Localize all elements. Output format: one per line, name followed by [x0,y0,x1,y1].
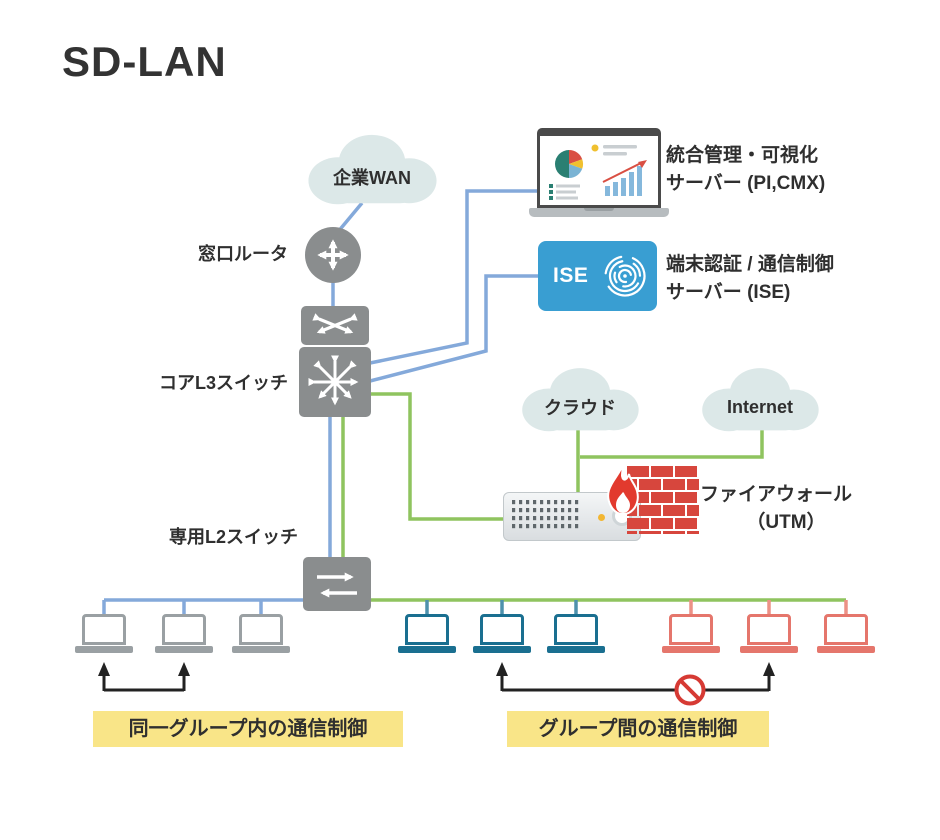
page-title: SD-LAN [62,38,227,85]
vent-grid [512,500,582,532]
router-label: 窓口ルータ [198,244,288,264]
laptop-base [662,646,720,653]
laptop-base [75,646,133,653]
ise-badge: ISE [553,264,589,287]
inter-group-arrow [496,662,775,692]
router-icon [305,227,361,283]
ise-server-label: 端末認証 / 通信制御 サーバー (ISE) [666,251,834,307]
switch-cross-glyph [312,313,358,334]
firewall-label: ファイアウォール （UTM） [700,481,872,537]
laptop-blue-3 [547,614,605,653]
laptop-red-2 [740,614,798,653]
ise-server-label-line2: サーバー (ISE) [666,282,791,303]
intra-group-arrow [98,662,190,692]
laptop-base [232,646,290,653]
laptop-blue-2 [473,614,531,653]
internet-label: Internet [726,396,793,417]
laptop-base [473,646,531,653]
cloud-service-label: クラウド [544,398,616,418]
laptop-gray-1 [75,614,133,653]
l2-switch-icon [303,557,371,611]
inter-group-note: グループ間の通信制御 [507,711,769,747]
laptop-red-1 [662,614,720,653]
ise-server-label-line1: 端末認証 / 通信制御 [666,254,834,275]
laptop-base [740,646,798,653]
dashboard-charts [549,144,647,200]
cloud-service-cloud: クラウド [504,361,656,441]
mgmt-server-label: 統合管理・可視化 サーバー (PI,CMX) [666,142,825,198]
cloud-shape [308,134,437,205]
laptop-base [155,646,213,653]
mgmt-laptop-base [529,208,669,217]
laptop-gray-3 [232,614,290,653]
laptop-blue-1 [398,614,456,653]
cloud-shape [522,368,639,432]
laptop-screen [405,614,449,645]
laptop-gray-2 [155,614,213,653]
wan-cloud: 企業WAN [292,127,452,215]
cloud-shape [702,368,819,432]
flame-icon [600,462,646,525]
core-switch-label: コアL3スイッチ [158,373,288,393]
core-switch-top-icon [301,306,369,345]
prohibited-icon [674,674,706,706]
laptop-screen [162,614,206,645]
led-indicator [598,514,605,521]
laptop-base [817,646,875,653]
mgmt-server-label-line1: 統合管理・可視化 [666,145,819,166]
fingerprint-icon [604,255,646,297]
laptop-red-3 [817,614,875,653]
firewall-label-line2: （UTM） [746,512,826,533]
router-glyph [317,239,349,271]
mgmt-server-icon [529,128,669,220]
l3-switch-glyph [308,355,359,406]
laptop-screen [480,614,524,645]
laptop-screen [669,614,713,645]
internet-cloud: Internet [684,361,836,441]
laptop-screen [824,614,868,645]
laptop-screen [82,614,126,645]
firewall-label-line1: ファイアウォール [700,484,853,505]
intra-group-note: 同一グループ内の通信制御 [93,711,403,747]
ise-server-icon: ISE [538,241,657,311]
brick-wall-icon [627,466,699,539]
wan-cloud-label: 企業WAN [333,168,411,188]
laptop-screen [747,614,791,645]
l2-switch-glyph [317,572,357,598]
laptop-screen [239,614,283,645]
laptop-screen [554,614,598,645]
mgmt-laptop-screen [537,128,661,208]
core-switch-bottom-icon [299,347,371,417]
laptop-base [398,646,456,653]
mgmt-server-label-line2: サーバー (PI,CMX) [666,173,826,194]
laptop-base [547,646,605,653]
l2-switch-label: 専用L2スイッチ [168,527,298,547]
